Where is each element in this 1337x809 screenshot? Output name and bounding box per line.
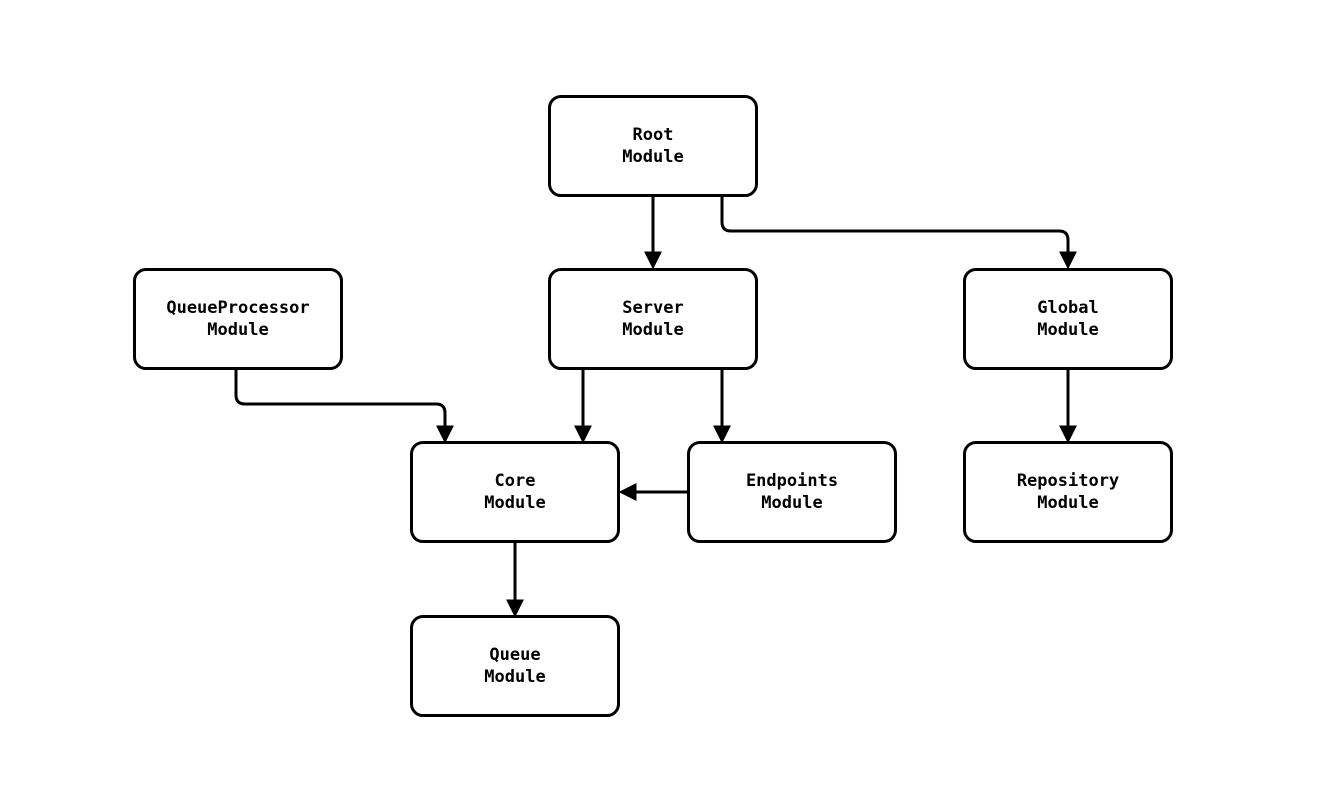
node-label-primary: Core: [494, 471, 536, 491]
node-label-secondary: Module: [622, 320, 684, 340]
node-label-secondary: Module: [484, 493, 546, 513]
node-label-primary: Repository: [1016, 471, 1120, 491]
node-label-secondary: Module: [484, 667, 546, 687]
node-label-primary: Queue: [489, 645, 541, 665]
node-label-secondary: Module: [1037, 493, 1099, 513]
edge-queueprocessor-to-core: [234, 370, 454, 444]
node-label-primary: QueueProcessor: [166, 298, 310, 318]
edge-root-to-global: [720, 197, 1077, 270]
edges-group: [234, 197, 1077, 618]
node-label-primary: Global: [1037, 298, 1099, 318]
node-label-secondary: Module: [622, 147, 684, 167]
node-label-secondary: Module: [207, 320, 269, 340]
node-label-secondary: Module: [1037, 320, 1099, 340]
node-label-primary: Root: [632, 125, 674, 145]
node-label-primary: Endpoints: [745, 471, 839, 491]
node-label-secondary: Module: [761, 493, 823, 513]
node-label-primary: Server: [622, 298, 684, 318]
